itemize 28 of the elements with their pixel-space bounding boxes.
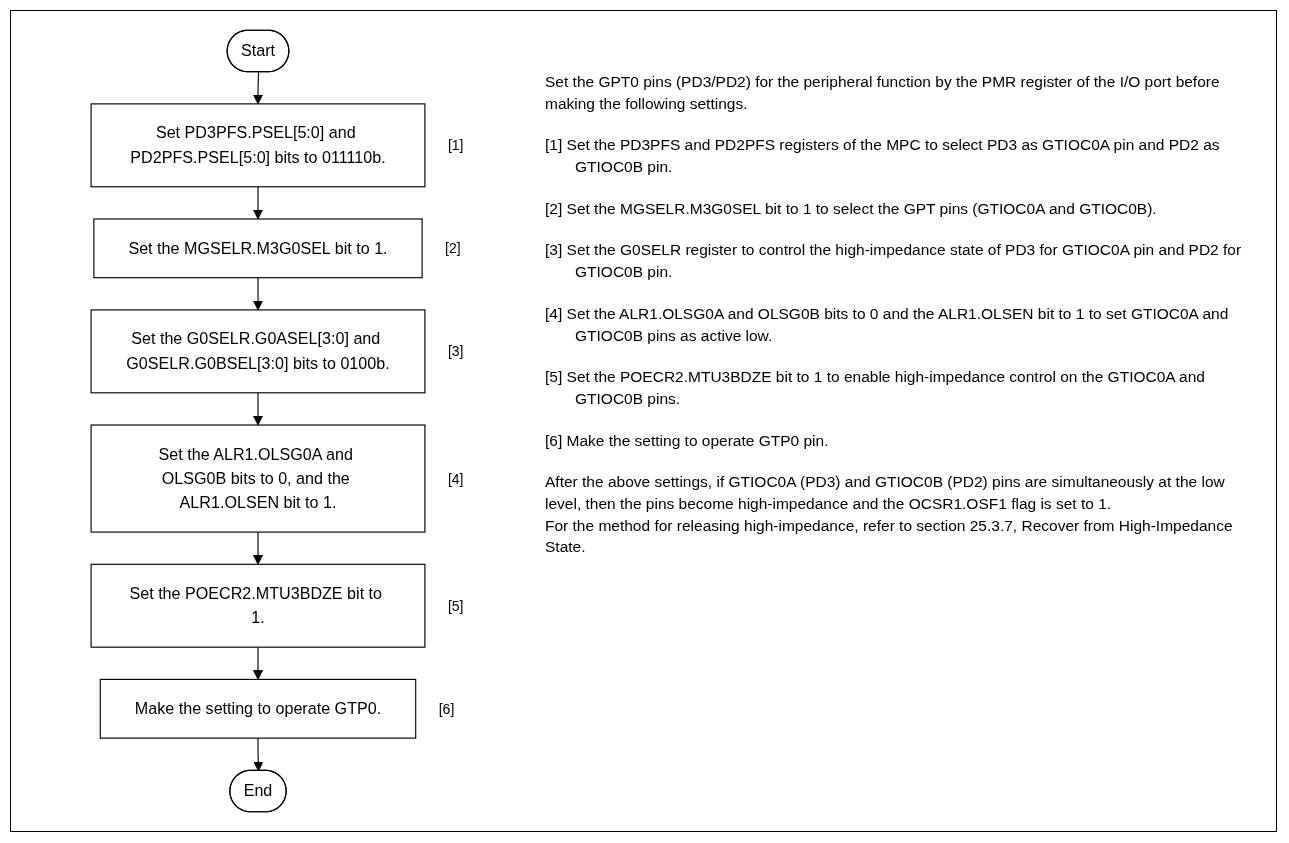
node-box: Set the MGSELR.M3G0SEL bit to 1.: [93, 218, 423, 279]
closing-note: After the above settings, if GTIOC0A (PD3) and GTIOC0B (PD2) pins are simultaneously at the low level, then the pins become high-impedance and the OCSR1.OSF1 flag is set to 1.: [545, 472, 1226, 514]
step-note: [6] Make the setting to operate GTP0 pin.: [545, 430, 830, 451]
arrow: [253, 737, 264, 772]
arrow: [252, 277, 264, 311]
step-number: [6]: [438, 700, 455, 717]
node-box: Set the ALR1.OLSG0A and OLSG0B bits to 0, and the ALR1.OLSEN bit to 1.: [90, 424, 426, 533]
step-note: [3] Set the G0SELR register to control the high-impedance state of PD3 for GTIOC0A pin and PD2 for GTIOC0B pin.: [545, 240, 1243, 283]
intro-note: Set the GPT0 pins (PD3/PD2) for the peripheral function by the PMR register of the I/O port before making the following settings.: [545, 72, 1221, 114]
node-box: Set PD3PFS.PSEL[5:0] and PD2PFS.PSEL[5:0] bits to 011110b.: [90, 103, 426, 188]
arrow: [252, 392, 264, 426]
arrow: [252, 646, 264, 680]
step-note: [1] Set the PD3PFS and PD2PFS registers of the MPC to select PD3 as GTIOC0A pin and PD2 as GTIOC0B pin.: [545, 135, 1221, 178]
closing-note: For the method for releasing high-impedance, refer to section 25.3.7, Recover from High-Impedance State.: [545, 515, 1234, 558]
arrow: [252, 186, 264, 220]
step-number: [3]: [447, 343, 464, 360]
arrow: [252, 531, 264, 565]
node-box: Set the G0SELR.G0ASEL[3:0] and G0SELR.G0BSEL[3:0] bits to 0100b.: [90, 309, 426, 394]
step-note: [5] Set the POECR2.MTU3BDZE bit to 1 to enable high-impedance control on the GTIOC0A and GTIOC0B pins.: [545, 367, 1206, 409]
node-box: Set the POECR2.MTU3BDZE bit to 1.: [90, 563, 426, 648]
step-number: [2]: [445, 240, 461, 257]
step-number: [1]: [447, 137, 464, 154]
step-number: [4]: [447, 470, 464, 487]
step-note: [2] Set the MGSELR.M3G0SEL bit to 1 to select the GPT pins (GTIOC0A and GTIOC0B).: [545, 198, 1158, 219]
step-note: [4] Set the ALR1.OLSG0A and OLSG0B bits to 0 and the ALR1.OLSEN bit to 1 to set GTIOC0A and GTIOC0B pins as active low.: [545, 303, 1230, 346]
arrow: [252, 71, 264, 105]
node-box: Make the setting to operate GTP0.: [99, 678, 417, 739]
step-number: [5]: [447, 597, 464, 614]
